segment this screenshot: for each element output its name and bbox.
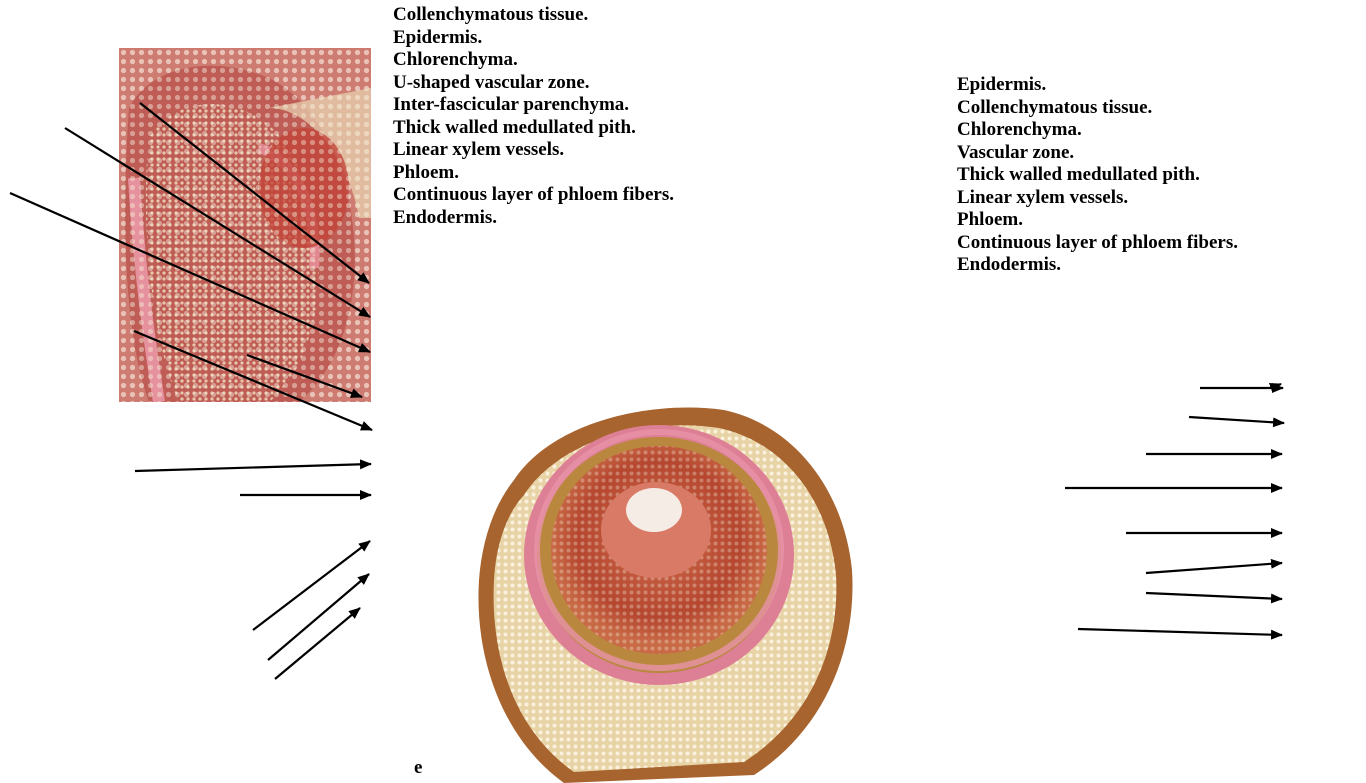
arrow-left-2 xyxy=(65,128,370,317)
arrow-left-9 xyxy=(268,574,369,660)
arrow-right-9 xyxy=(1078,629,1282,635)
arrow-left-4 xyxy=(247,355,362,397)
arrow-right-3 xyxy=(1189,417,1284,423)
arrow-left-5 xyxy=(134,331,372,430)
arrow-left-8 xyxy=(253,541,370,630)
arrow-left-3 xyxy=(10,193,370,352)
arrow-left-1 xyxy=(140,103,369,283)
arrow-left-6 xyxy=(135,464,371,471)
arrow-right-7 xyxy=(1146,563,1282,573)
arrow-right-8 xyxy=(1146,593,1282,599)
